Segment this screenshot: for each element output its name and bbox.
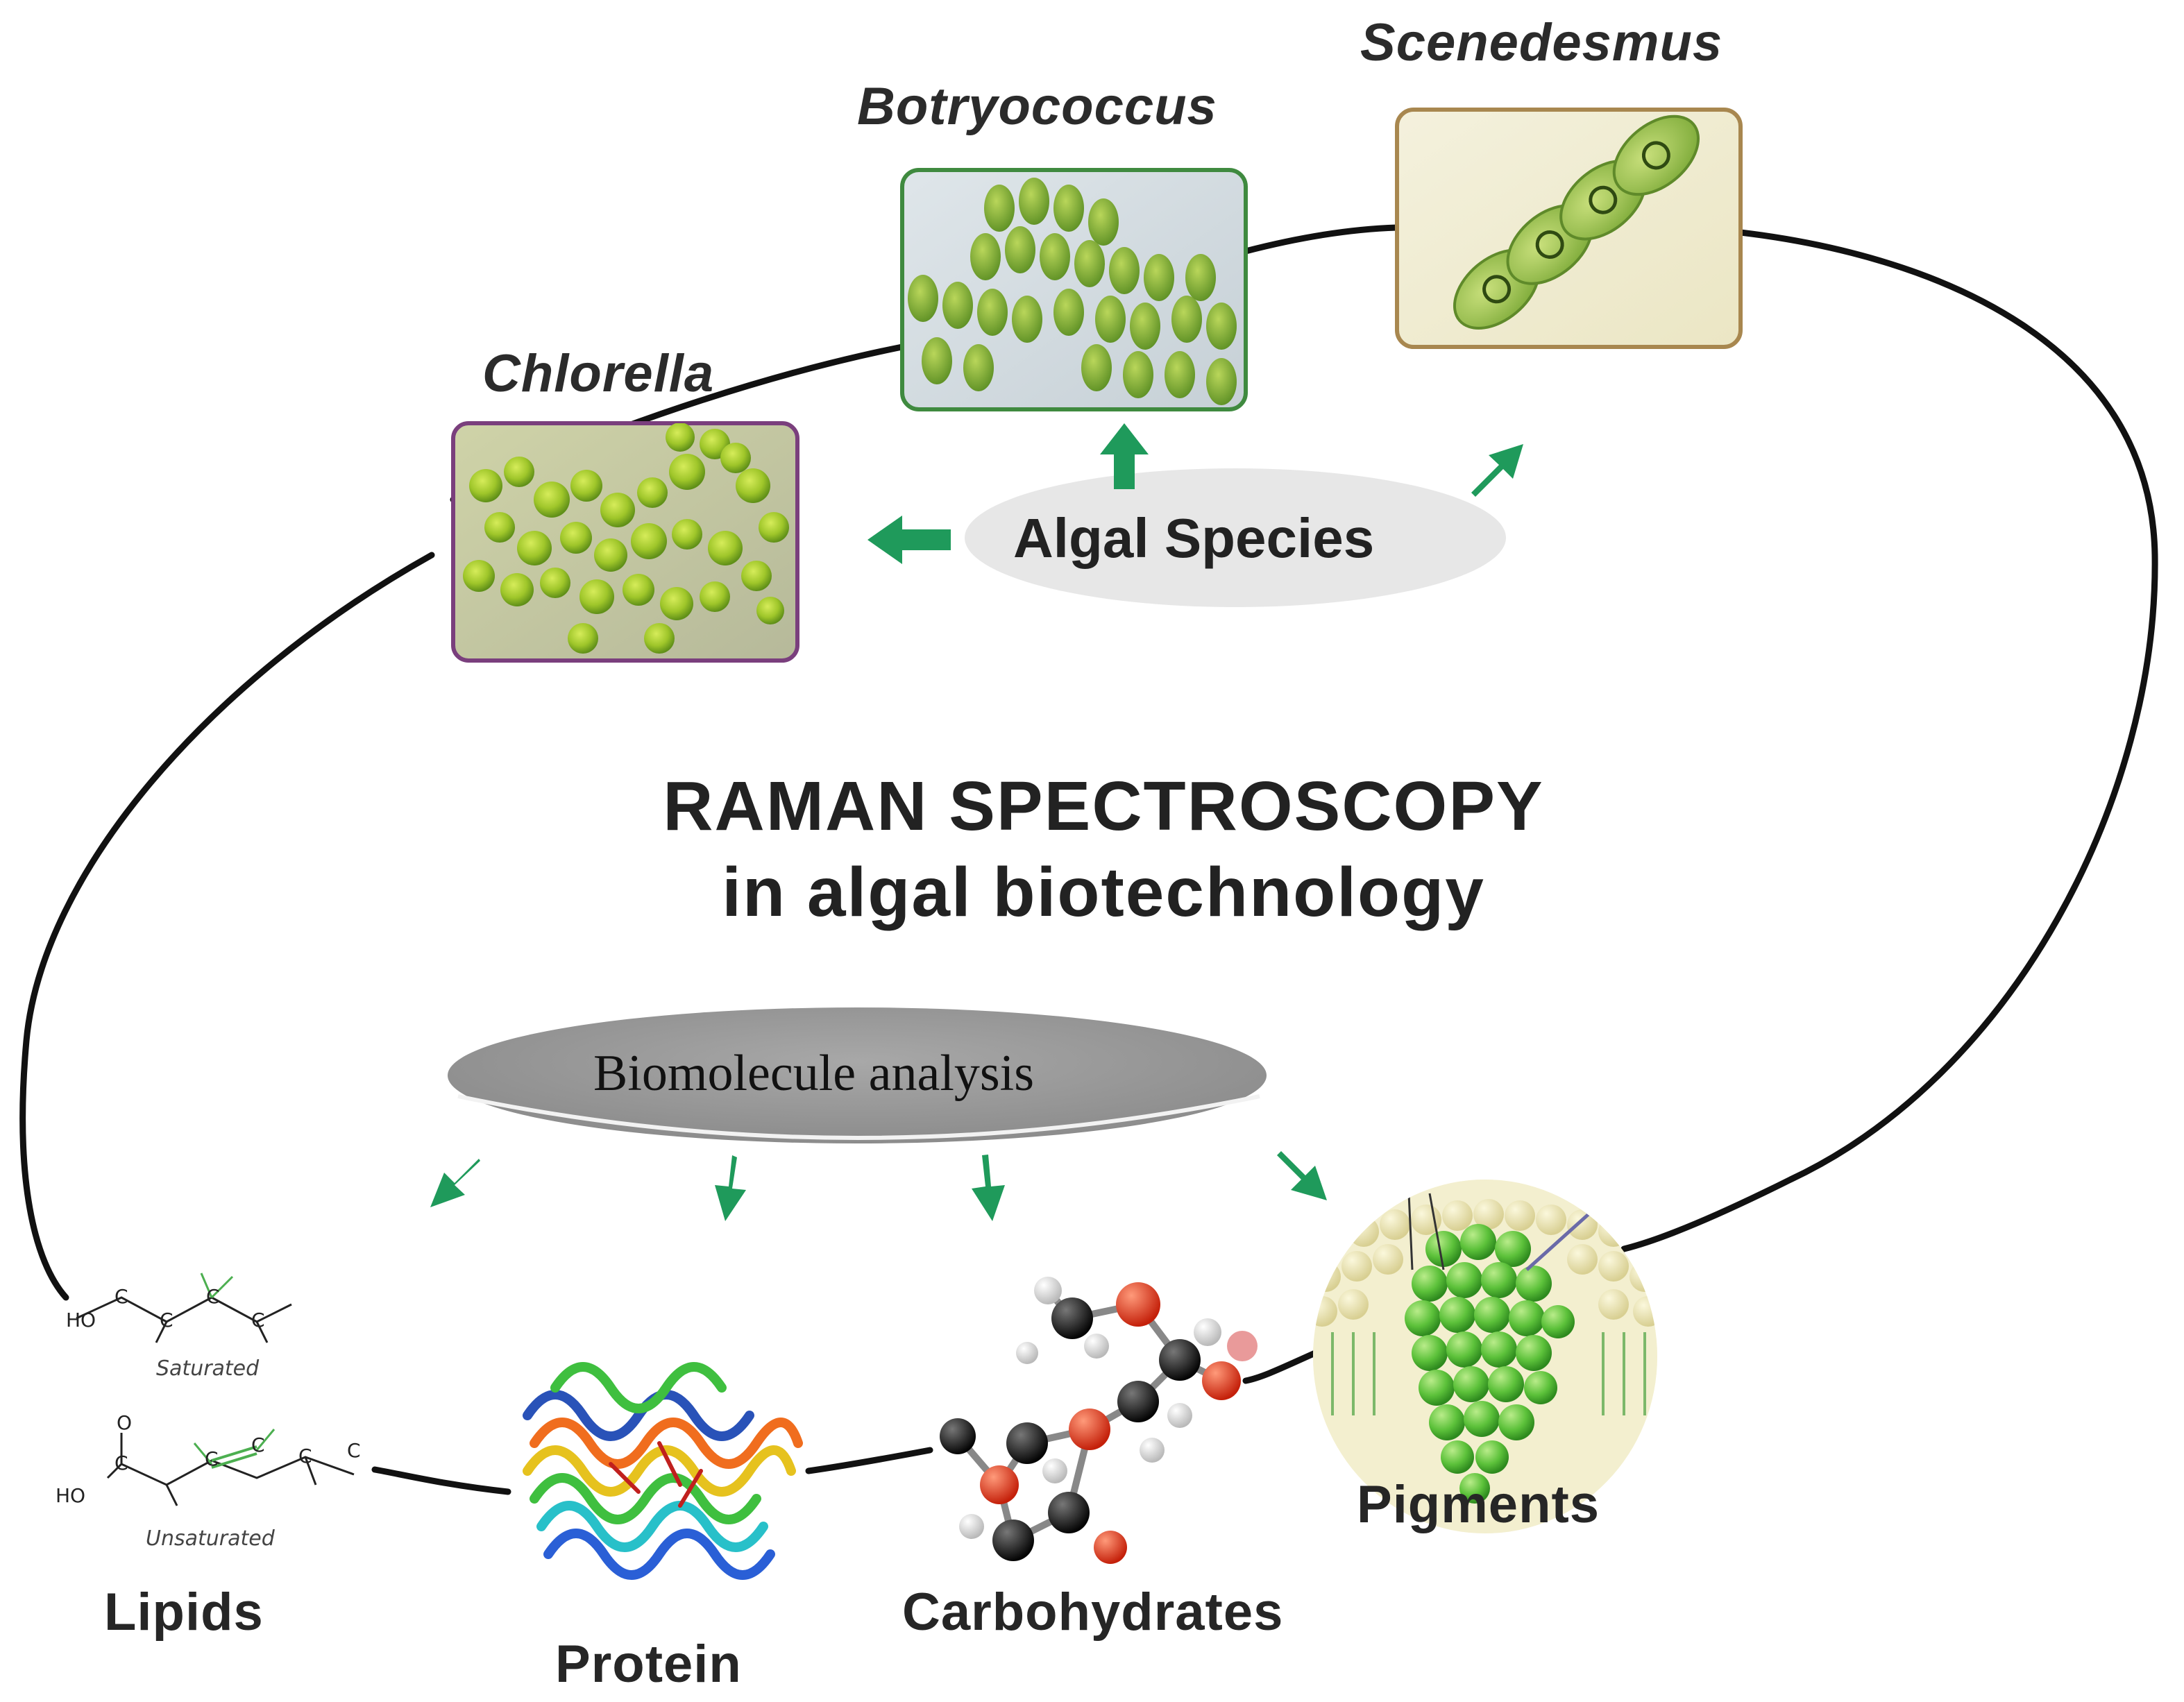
arrows-algal [867, 423, 1523, 564]
lipid-unsaturated-label: Unsaturated [146, 1526, 275, 1551]
svg-text:C: C [206, 1285, 220, 1308]
lipid-atom-labels: HO C C C C HO O C C C C C [56, 1285, 361, 1507]
species-label-botryococcus: Botryococcus [857, 77, 1217, 136]
svg-text:HO: HO [66, 1309, 96, 1331]
scenedesmus-micrograph [1395, 108, 1743, 349]
loop-path [19, 224, 2158, 1495]
main-title-line1: RAMAN SPECTROSCOPY [663, 767, 1544, 845]
lipid-chain-icon [76, 1273, 355, 1506]
biomolecule-analysis-label: Biomolecule analysis [593, 1045, 1035, 1102]
svg-text:C: C [115, 1285, 128, 1308]
svg-text:C: C [160, 1309, 173, 1331]
svg-text:C: C [251, 1309, 265, 1331]
svg-text:C: C [298, 1445, 312, 1467]
chlorella-micrograph [451, 421, 799, 663]
protein-ribbon-icon [523, 1362, 803, 1580]
biomolecule-label-carbohydrates: Carbohydrates [902, 1583, 1284, 1642]
biomolecule-label-lipids: Lipids [104, 1583, 264, 1642]
carbohydrate-molecule-icon [940, 1277, 1258, 1564]
biomolecule-label-pigments: Pigments [1357, 1475, 1600, 1534]
svg-text:C: C [205, 1447, 219, 1470]
main-title: RAMAN SPECTROSCOPY in algal biotechnolog… [541, 763, 1666, 935]
species-label-chlorella: Chlorella [482, 344, 715, 403]
svg-text:C: C [347, 1439, 361, 1462]
svg-text:HO: HO [56, 1484, 85, 1507]
arrows-biomolecule [430, 1151, 1327, 1221]
botryococcus-micrograph [900, 168, 1248, 411]
lipid-saturated-label: Saturated [156, 1356, 260, 1381]
biomolecule-hub-ellipse [448, 1007, 1267, 1143]
algal-hub-ellipse [965, 468, 1506, 607]
biomolecule-label-protein: Protein [555, 1635, 742, 1694]
algal-species-label: Algal Species [1013, 507, 1375, 569]
main-title-line2: in algal biotechnology [722, 853, 1485, 931]
svg-text:C: C [115, 1452, 128, 1474]
svg-text:C: C [251, 1433, 265, 1456]
svg-text:O: O [117, 1411, 132, 1434]
species-label-scenedesmus: Scenedesmus [1360, 13, 1723, 72]
